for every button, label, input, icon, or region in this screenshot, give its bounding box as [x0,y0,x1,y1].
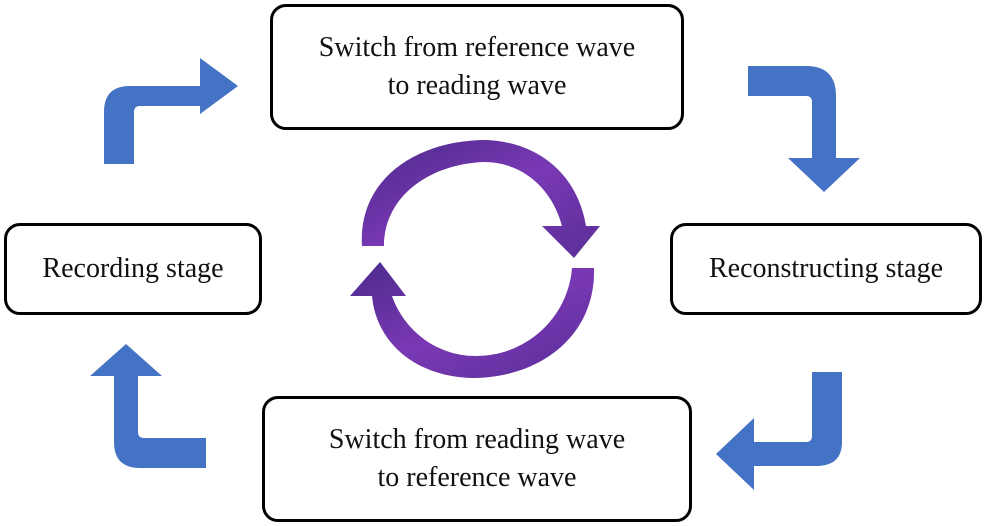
flow-arrow-icon [716,372,842,490]
flow-arrow-icon [748,66,860,192]
flow-arrow-icon [104,58,238,164]
stage-box-reading-to-reference: Switch from reading wave to reference wa… [262,396,692,522]
stage-label-line1: Switch from reading wave [328,424,626,455]
stage-label-line1: Switch from reference wave [318,32,636,63]
stage-label: Switch from reading wave to reference wa… [329,421,625,497]
stage-label: Reconstructing stage [708,253,944,284]
stage-box-reference-to-reading: Switch from reference wave to reading wa… [270,4,684,130]
flow-arrow-icon [90,344,206,468]
stage-box-recording: Recording stage [4,223,262,315]
stage-label: Recording stage [42,253,224,284]
stage-label: Switch from reference wave to reading wa… [319,29,635,105]
stage-label-line2: to reference wave [377,462,577,493]
stage-box-reconstructing: Reconstructing stage [670,223,982,315]
cycle-arrow-icon [361,140,600,258]
stage-label-line2: to reading wave [387,70,567,101]
cycle-arrow-icon [350,262,595,378]
